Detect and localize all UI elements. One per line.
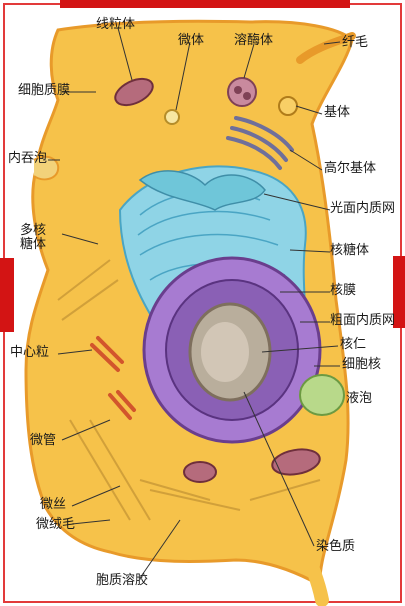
label-plasma-membrane: 细胞质膜 xyxy=(18,84,70,98)
basal-body xyxy=(279,97,297,115)
label-chromatin: 染色质 xyxy=(316,540,355,554)
left-tab xyxy=(0,258,14,332)
mitochondrion-3 xyxy=(184,462,216,482)
label-microbody: 微体 xyxy=(178,34,204,48)
label-multivesicular-body-line2: 糖体 xyxy=(20,237,46,252)
label-centrosome: 中心粒 xyxy=(10,346,49,360)
label-multivesicular-body: 多核 糖体 xyxy=(20,224,52,252)
nucleolus-core xyxy=(201,322,249,382)
label-nucleus: 细胞核 xyxy=(342,358,381,372)
lysosome xyxy=(228,78,256,106)
label-cytosol: 胞质溶胶 xyxy=(96,574,148,588)
label-vacuole: 液泡 xyxy=(346,392,372,406)
label-ribosome: 核糖体 xyxy=(330,244,369,258)
label-basal-body: 基体 xyxy=(324,106,350,120)
label-nuclear-envelope: 核膜 xyxy=(330,284,356,298)
top-bar xyxy=(60,0,350,8)
label-mitochondrion: 线粒体 xyxy=(96,18,135,32)
label-microtubule: 微管 xyxy=(30,434,56,448)
label-smooth-er: 光面内质网 xyxy=(330,202,395,216)
label-endocytic-vesicle: 内吞泡 xyxy=(8,152,47,166)
label-cilia: 纤毛 xyxy=(342,36,368,50)
label-multivesicular-body-line1: 多核 xyxy=(20,223,46,238)
label-microvillus: 微绒毛 xyxy=(36,518,75,532)
label-rough-er: 粗面内质网 xyxy=(330,314,395,328)
label-nucleolus: 核仁 xyxy=(340,338,366,352)
label-lysosome: 溶酶体 xyxy=(234,34,273,48)
label-golgi: 高尔基体 xyxy=(324,162,376,176)
vacuole xyxy=(300,375,344,415)
microbody xyxy=(165,110,179,124)
label-microfilament: 微丝 xyxy=(40,498,66,512)
